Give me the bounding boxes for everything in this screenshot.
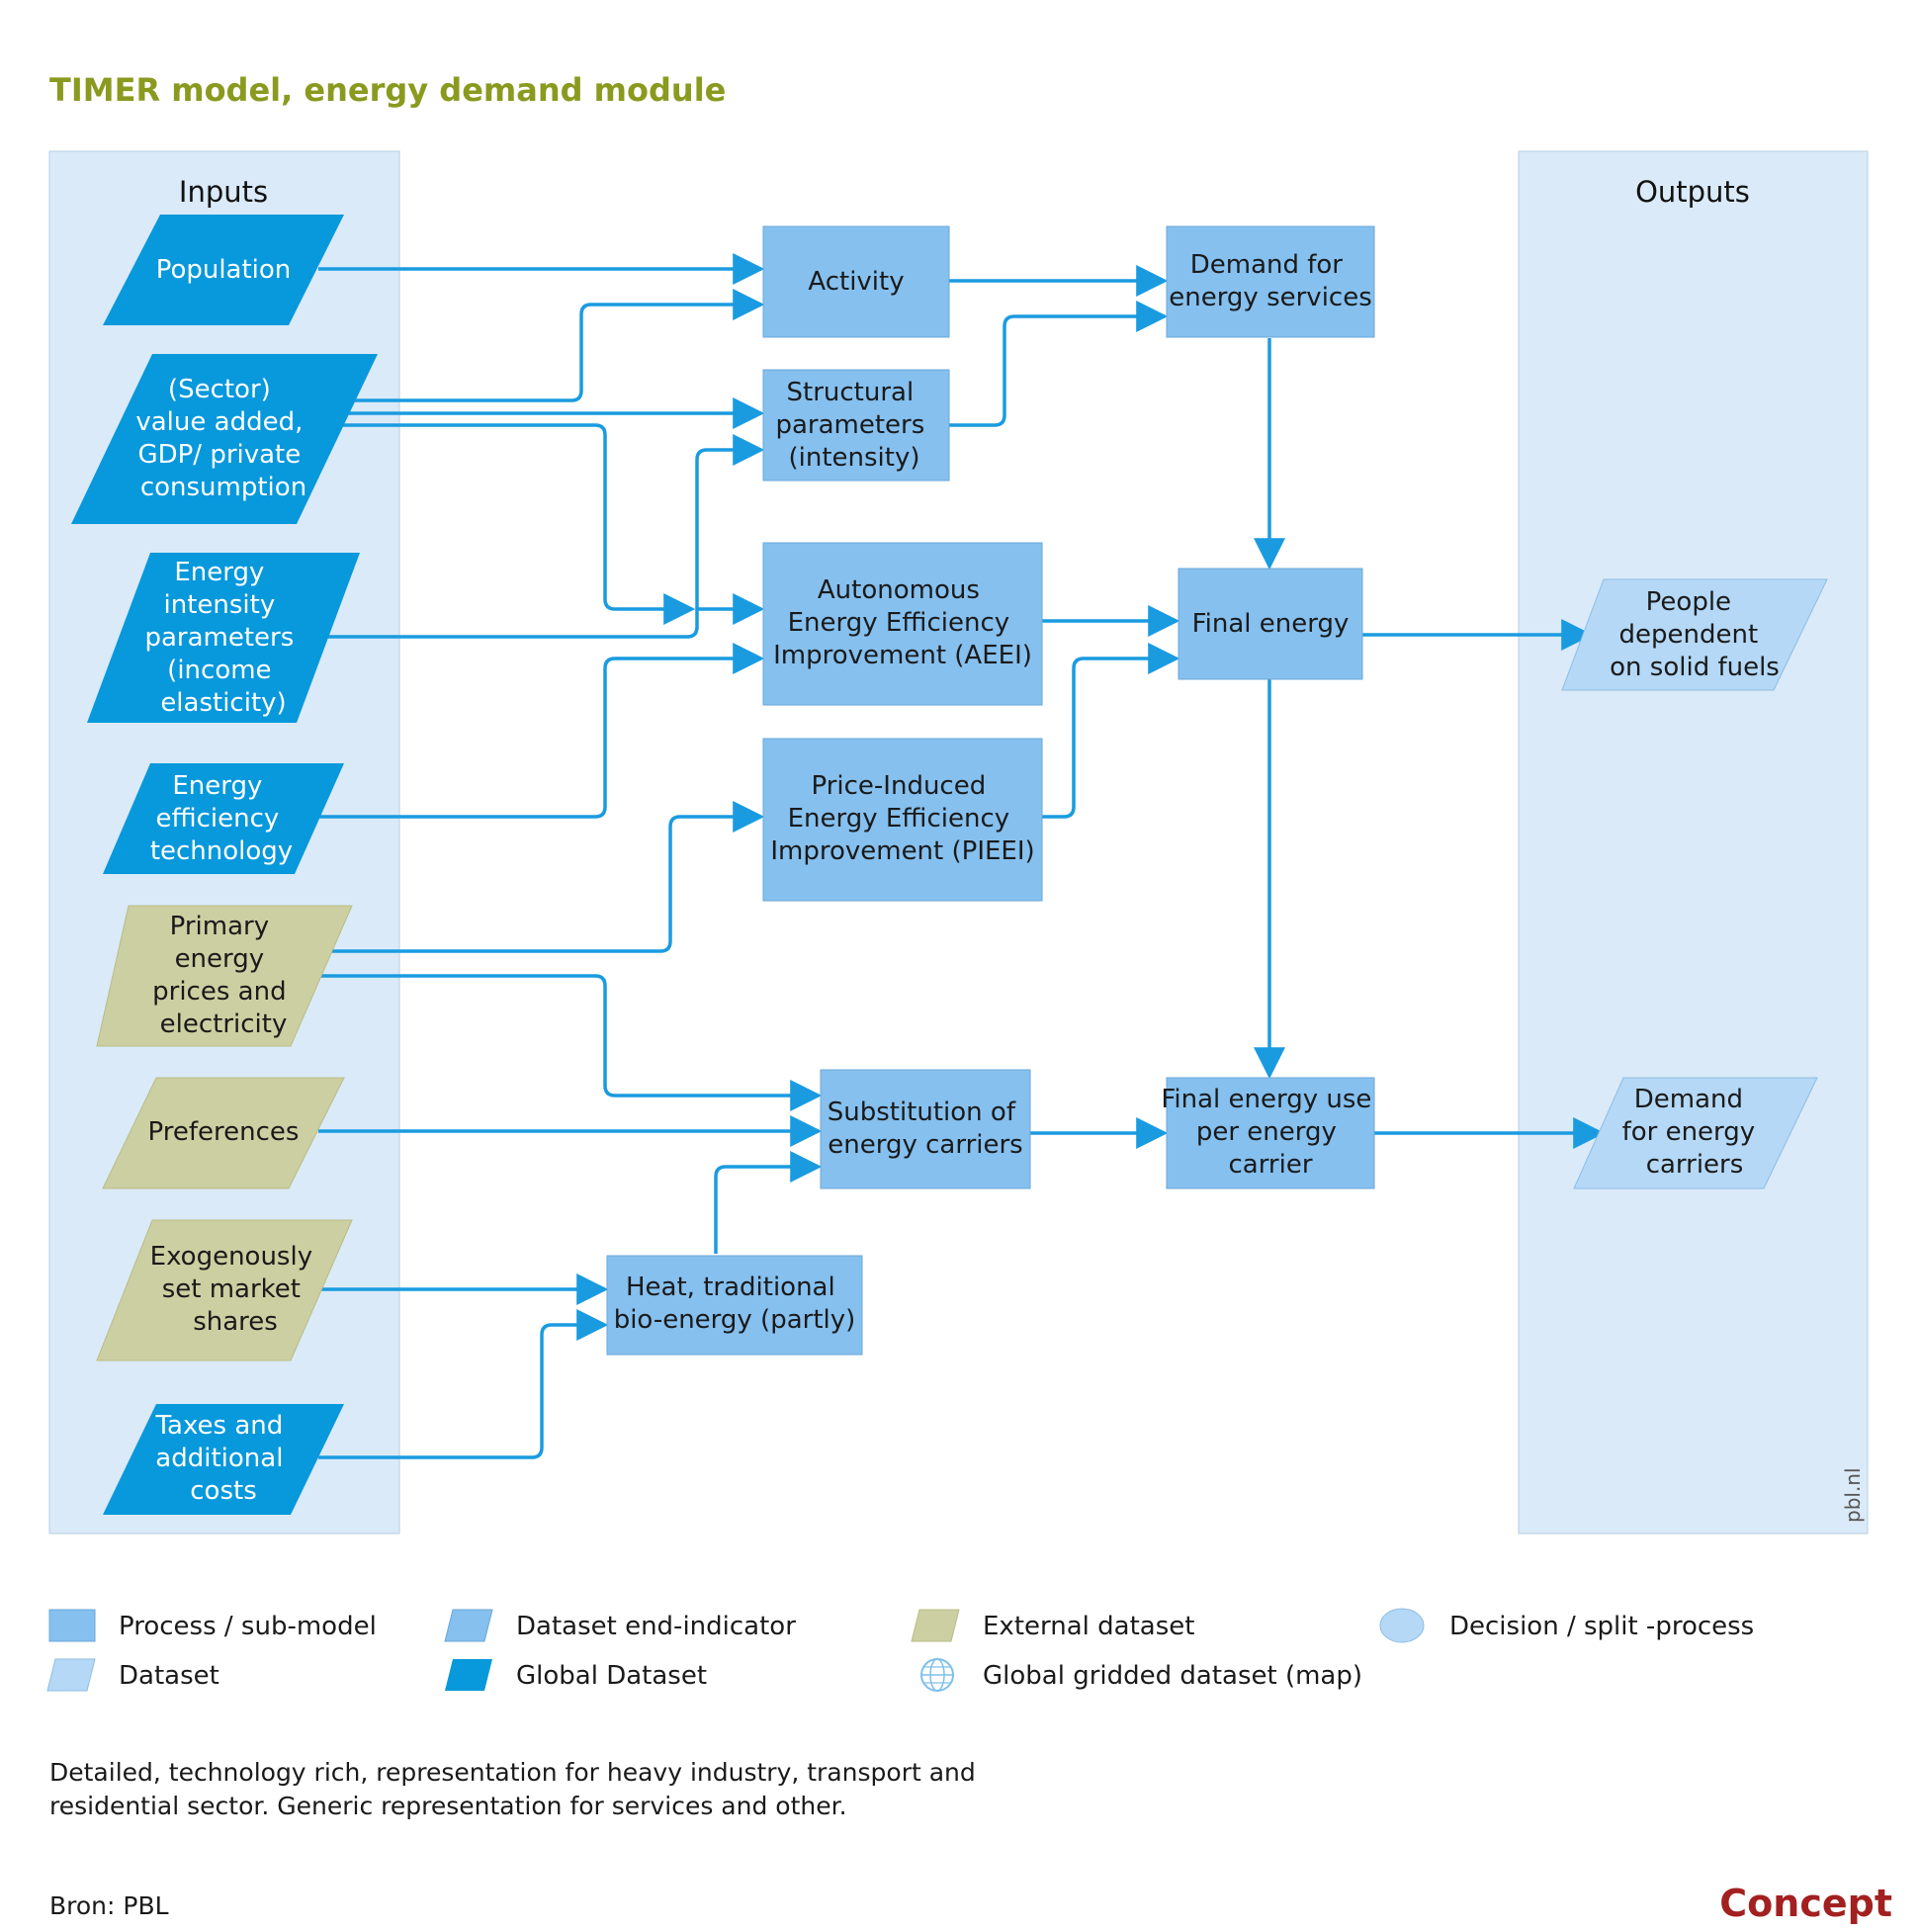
final-energy-label: Final energy xyxy=(1192,609,1350,639)
pbl-watermark: pbl.nl xyxy=(1841,1467,1865,1523)
legend-dataset-end-label: Dataset end-indicator xyxy=(516,1612,796,1641)
heat-label: Heat, traditional bio-energy (partly) xyxy=(614,1273,856,1335)
arrow-prices-substitution xyxy=(318,974,823,1111)
legend-dataset-end-swatch xyxy=(444,1609,493,1642)
legend-process-swatch xyxy=(48,1609,96,1642)
outputs-heading: Outputs xyxy=(1635,175,1750,209)
legend-gridded-label: Global gridded dataset (map) xyxy=(983,1661,1362,1691)
input-energy-efficiency: Energy efficiency technology xyxy=(103,763,344,874)
legend-dataset-swatch xyxy=(46,1658,96,1692)
substitution-label: Substitution of energy carriers xyxy=(828,1098,1024,1160)
demand-carriers-label: Demand for energy carriers xyxy=(1622,1085,1764,1180)
preferences-label: Preferences xyxy=(148,1117,300,1147)
legend-external-label: External dataset xyxy=(983,1612,1194,1641)
process-pieei: Price-Induced Energy Efficiency Improvem… xyxy=(762,738,1043,902)
process-substitution: Substitution of energy carriers xyxy=(820,1069,1031,1189)
input-taxes: Taxes and additional costs xyxy=(103,1404,344,1515)
arrow-pieei-finalenergy xyxy=(1042,643,1180,819)
activity-label: Activity xyxy=(808,267,904,297)
legend-dataset-label: Dataset xyxy=(119,1661,219,1691)
legend-dataset-end: Dataset end-indicator xyxy=(444,1609,796,1642)
process-demand-services: Demand for energy services xyxy=(1166,225,1375,338)
pieei-label: Price-Induced Energy Efficiency Improvem… xyxy=(770,771,1034,866)
legend-global-label: Global Dataset xyxy=(516,1661,707,1691)
legend-decision-swatch xyxy=(1379,1608,1425,1643)
concept-stamp: Concept xyxy=(1719,1882,1892,1925)
outputs-panel xyxy=(1518,150,1869,1535)
input-preferences: Preferences xyxy=(102,1077,345,1189)
legend-process-label: Process / sub-model xyxy=(119,1612,377,1641)
input-energy-intensity: Energy intensity parameters (income elas… xyxy=(87,553,360,723)
arrow-taxes-heat xyxy=(318,1309,609,1459)
output-people-solid: People dependent on solid fuels xyxy=(1561,578,1828,691)
arrow-heat-substitution xyxy=(714,1151,823,1254)
process-final-energy-use: Final energy use per energy carrier xyxy=(1161,1077,1379,1189)
legend-external: External dataset xyxy=(911,1609,1194,1642)
people-solid-label: People dependent on solid fuels xyxy=(1610,587,1780,682)
population-label: Population xyxy=(156,255,292,285)
inputs-heading: Inputs xyxy=(179,175,268,209)
globe-icon xyxy=(920,1658,954,1692)
arrow-intensity-structural xyxy=(318,434,765,639)
arrow-prices-pieei xyxy=(330,801,765,953)
source-credit: Bron: PBL xyxy=(49,1891,169,1920)
energy-efficiency-label: Energy efficiency technology xyxy=(150,771,293,866)
structural-label: Structural parameters (intensity) xyxy=(775,378,932,473)
arrow-structural-demand xyxy=(949,301,1169,427)
legend: Process / sub-model Dataset end-indicato… xyxy=(46,1608,1754,1692)
process-structural: Structural parameters (intensity) xyxy=(762,369,950,482)
value-added-label: (Sector) value added, GDP/ private consu… xyxy=(135,375,310,502)
figure-title: TIMER model, energy demand module xyxy=(49,71,726,109)
process-activity: Activity xyxy=(762,225,950,338)
connectors xyxy=(318,253,1606,1459)
arrow-efficiency-aeei xyxy=(318,643,765,819)
legend-process: Process / sub-model xyxy=(48,1609,377,1642)
legend-decision: Decision / split -process xyxy=(1379,1608,1754,1643)
primary-energy-label: Primary energy prices and electricity xyxy=(152,912,295,1039)
final-energy-use-label: Final energy use per energy carrier xyxy=(1161,1085,1379,1180)
output-demand-carriers: Demand for energy carriers xyxy=(1573,1077,1818,1189)
input-value-added: (Sector) value added, GDP/ private consu… xyxy=(71,354,378,524)
input-primary-energy: Primary energy prices and electricity xyxy=(96,905,353,1047)
process-heat: Heat, traditional bio-energy (partly) xyxy=(606,1255,863,1356)
process-aeei: Autonomous Energy Efficiency Improvement… xyxy=(762,542,1043,706)
legend-global-swatch xyxy=(445,1659,492,1691)
process-final-energy: Final energy xyxy=(1178,568,1363,680)
taxes-label: Taxes and additional costs xyxy=(154,1411,291,1506)
arrow-valueadded-activity xyxy=(348,289,765,402)
legend-decision-label: Decision / split -process xyxy=(1449,1612,1754,1641)
aeei-label: Autonomous Energy Efficiency Improvement… xyxy=(773,575,1032,670)
legend-global: Global Dataset xyxy=(445,1659,707,1691)
figure-note: Detailed, technology rich, representatio… xyxy=(49,1758,984,1820)
exogenous-label: Exogenously set market shares xyxy=(150,1242,321,1337)
arrow-valueadded-aeei xyxy=(342,423,696,625)
input-population: Population xyxy=(103,215,344,325)
legend-external-swatch xyxy=(911,1609,960,1642)
input-exogenous: Exogenously set market shares xyxy=(96,1219,353,1361)
demand-services-label: Demand for energy services xyxy=(1169,250,1372,312)
legend-dataset: Dataset xyxy=(46,1658,219,1692)
energy-intensity-label: Energy intensity parameters (income elas… xyxy=(144,558,302,718)
legend-gridded: Global gridded dataset (map) xyxy=(920,1658,1362,1692)
